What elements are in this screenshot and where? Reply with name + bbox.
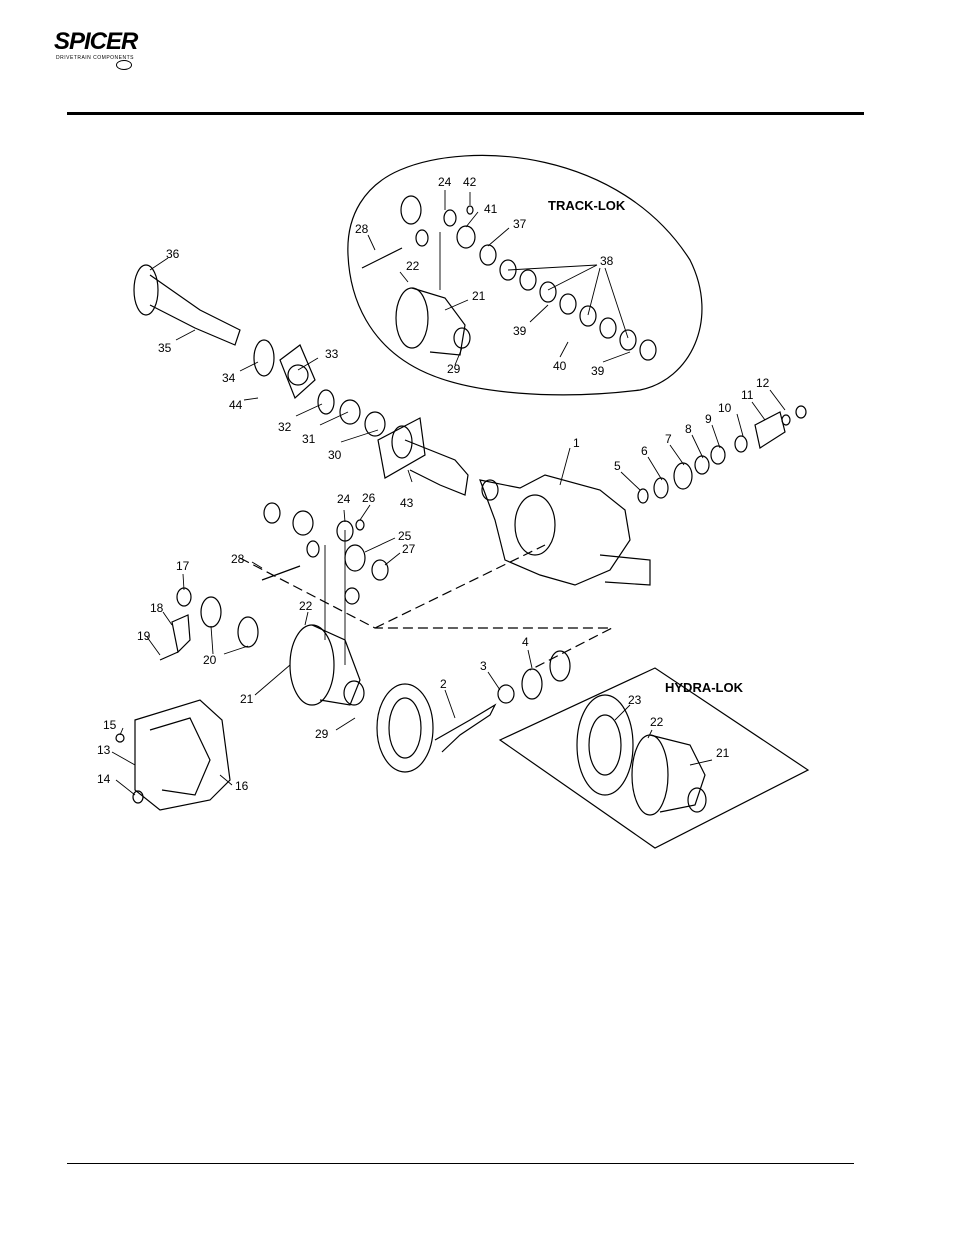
spindle-assembly [378, 418, 468, 495]
callout-39b: 39 [591, 364, 605, 378]
differential-case-21 [290, 625, 364, 705]
callout-41: 41 [484, 202, 498, 216]
callout-37: 37 [513, 217, 527, 231]
callout-3: 3 [480, 659, 487, 673]
callout-30: 30 [328, 448, 342, 462]
pinion-side-parts [638, 406, 806, 503]
bearing-cup-31-32 [318, 390, 385, 436]
callout-9: 9 [705, 412, 712, 426]
callout-12: 12 [756, 376, 770, 390]
callout-34: 34 [222, 371, 236, 385]
callout-10: 10 [718, 401, 732, 415]
side-bearings-17-20 [160, 588, 258, 660]
ring-gear-and-pinion-2 [377, 684, 495, 772]
callout-21-track: 21 [472, 289, 486, 303]
callout-44: 44 [229, 398, 243, 412]
callout-14: 14 [97, 772, 111, 786]
track-lok-label: TRACK-LOK [548, 198, 626, 213]
axle-shaft-35-36 [134, 265, 240, 345]
callout-20: 20 [203, 653, 217, 667]
callout-21: 21 [240, 692, 254, 706]
callout-36: 36 [166, 247, 180, 261]
callout-18: 18 [150, 601, 164, 615]
callout-24-track: 24 [438, 175, 452, 189]
callout-1: 1 [573, 436, 580, 450]
callout-13: 13 [97, 743, 111, 757]
callout-4: 4 [522, 635, 529, 649]
callout-21-hydra: 21 [716, 746, 730, 760]
callout-22-hydra: 22 [650, 715, 664, 729]
callout-33: 33 [325, 347, 339, 361]
callout-42: 42 [463, 175, 477, 189]
pinion-bearings-3-4 [498, 651, 570, 703]
callout-2: 2 [440, 677, 447, 691]
leader-lines [112, 190, 785, 795]
callout-22: 22 [299, 599, 313, 613]
callout-43: 43 [400, 496, 414, 510]
tone-ring-34 [254, 340, 274, 376]
brake-flange-33 [280, 345, 315, 398]
callout-16: 16 [235, 779, 249, 793]
callout-29-track: 29 [447, 362, 461, 376]
callout-24: 24 [337, 492, 351, 506]
hydra-lok-inset-outline [500, 668, 808, 848]
callout-35: 35 [158, 341, 172, 355]
callout-28-track: 28 [355, 222, 369, 236]
track-lok-parts [362, 196, 656, 360]
callout-8: 8 [685, 422, 692, 436]
hydra-lok-parts [577, 695, 706, 815]
callout-6: 6 [641, 444, 648, 458]
axle-housing [480, 475, 650, 585]
callout-19: 19 [137, 629, 151, 643]
hydra-lok-label: HYDRA-LOK [665, 680, 744, 695]
callout-5: 5 [614, 459, 621, 473]
callout-29: 29 [315, 727, 329, 741]
callout-7: 7 [665, 432, 672, 446]
callout-25: 25 [398, 529, 412, 543]
callout-27: 27 [402, 542, 416, 556]
callout-39: 39 [513, 324, 527, 338]
callout-28: 28 [231, 552, 245, 566]
callout-22-track: 22 [406, 259, 420, 273]
callout-32: 32 [278, 420, 292, 434]
callout-38: 38 [600, 254, 614, 268]
footer-rule [67, 1163, 854, 1164]
callout-31: 31 [302, 432, 316, 446]
track-lok-inset-outline [348, 155, 702, 394]
callout-23: 23 [628, 693, 642, 707]
callout-11: 11 [741, 388, 754, 402]
callout-15: 15 [103, 718, 117, 732]
callout-17: 17 [176, 559, 190, 573]
callout-40: 40 [553, 359, 567, 373]
callout-26: 26 [362, 491, 376, 505]
assembly-dashed-line [240, 545, 612, 670]
